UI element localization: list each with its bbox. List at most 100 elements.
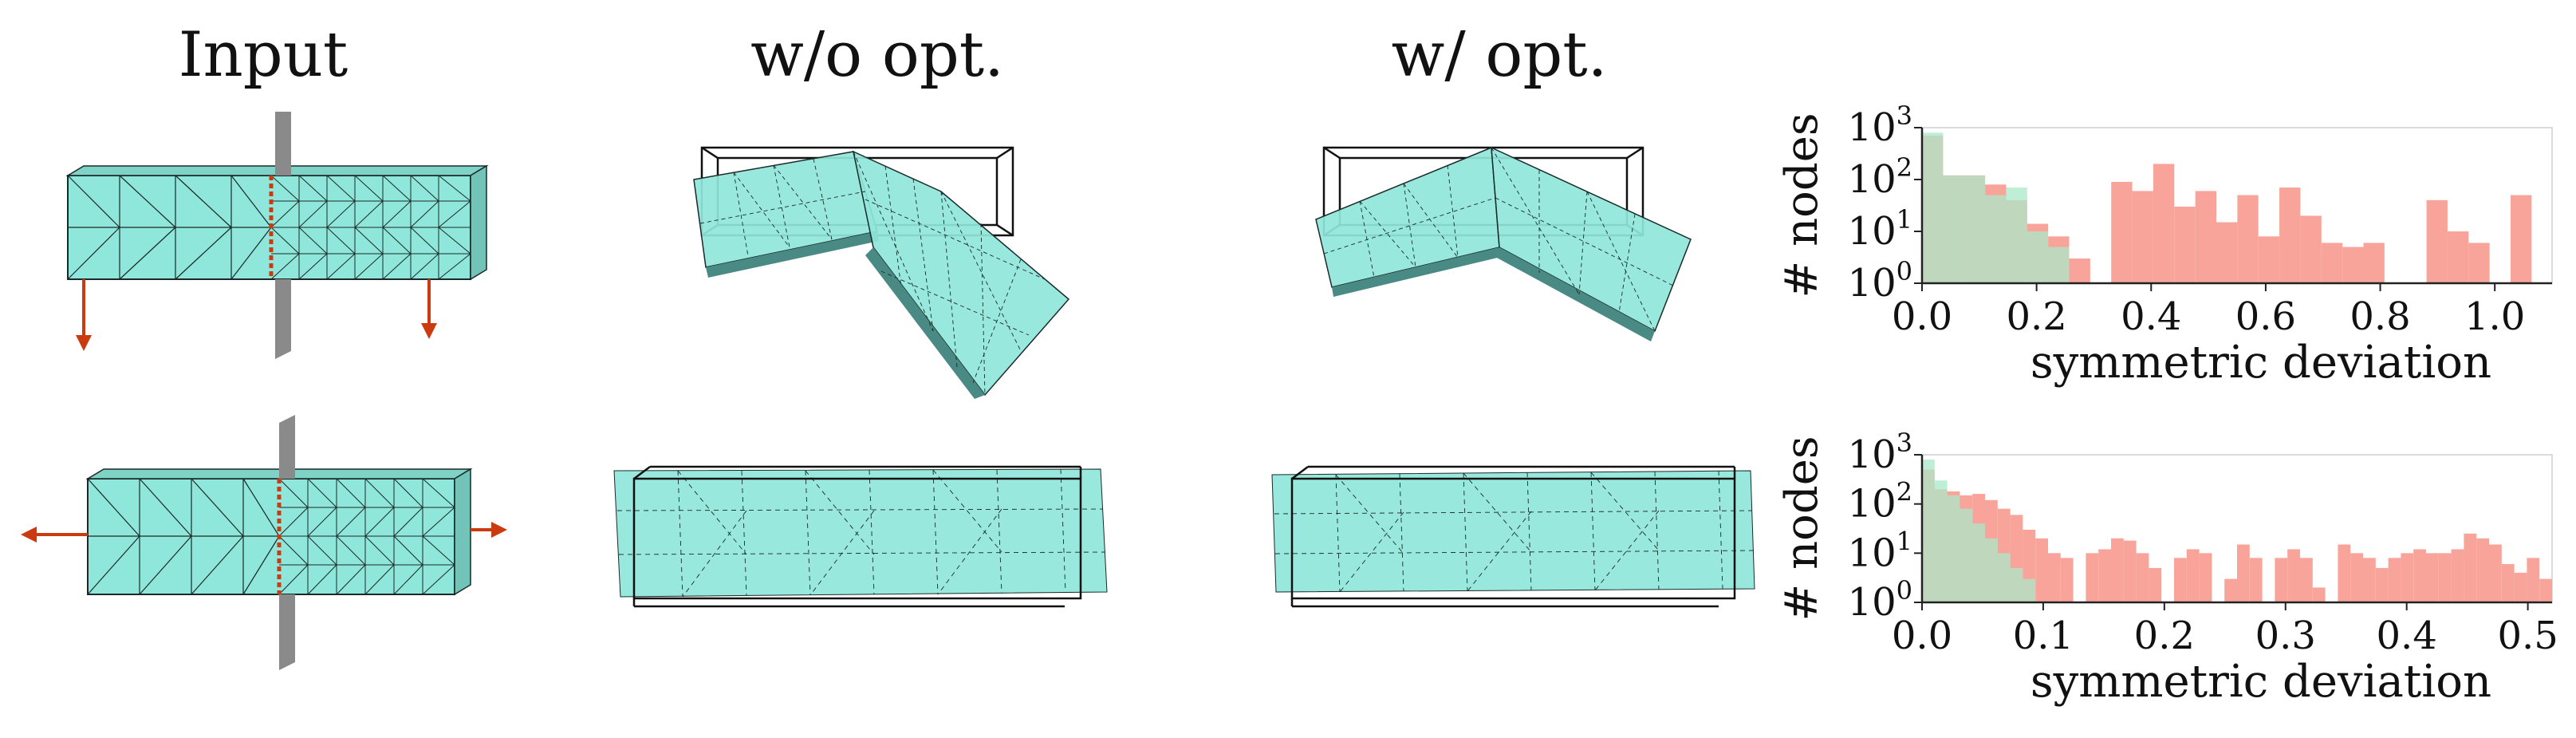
bar-without-opt bbox=[2489, 544, 2502, 602]
beam-mesh bbox=[65, 164, 489, 281]
x-tick-label: 0.6 bbox=[2235, 294, 2296, 339]
bar-without-opt bbox=[2048, 553, 2061, 602]
deformed-mesh bbox=[613, 468, 1108, 598]
x-tick-label: 0.4 bbox=[2377, 614, 2437, 658]
bar-without-opt bbox=[2060, 558, 2074, 602]
bar-with-opt bbox=[1985, 195, 2007, 283]
with-opt-stretched-beam bbox=[1271, 465, 1755, 608]
y-axis-label: # nodes bbox=[1778, 436, 1828, 621]
bar-without-opt bbox=[2216, 222, 2238, 283]
x-tick-label: 0.4 bbox=[2121, 294, 2181, 339]
bar-without-opt bbox=[2426, 553, 2439, 602]
without-opt-stretched-beam bbox=[613, 465, 1108, 608]
bar-without-opt bbox=[2363, 558, 2376, 602]
x-axis-label: symmetric deviation bbox=[2030, 337, 2491, 389]
bar-without-opt bbox=[2300, 215, 2322, 283]
y-tick-label: 102 bbox=[1848, 477, 1912, 527]
y-tick-label: 100 bbox=[1848, 575, 1912, 625]
y-tick-label: 103 bbox=[1848, 431, 1912, 477]
bar-with-opt bbox=[1947, 495, 1960, 602]
bar-without-opt bbox=[2111, 538, 2124, 602]
y-tick-label: 100 bbox=[1848, 256, 1912, 306]
deformed-mesh bbox=[1315, 146, 1692, 341]
y-tick-label: 103 bbox=[1848, 104, 1912, 150]
beam-mesh bbox=[85, 468, 473, 596]
bar-without-opt bbox=[2123, 540, 2137, 602]
bar-without-opt bbox=[2136, 553, 2149, 602]
bar-without-opt bbox=[2224, 578, 2237, 602]
bar-with-opt bbox=[1997, 553, 2011, 602]
bar-with-opt bbox=[2006, 187, 2027, 283]
bar-with-opt bbox=[1972, 523, 1985, 602]
deformed-mesh bbox=[693, 150, 1070, 399]
bar-with-opt bbox=[1934, 480, 1948, 602]
x-tick-label: 0.0 bbox=[1892, 614, 1952, 658]
bar-without-opt bbox=[2199, 553, 2212, 602]
bar-with-opt bbox=[2023, 578, 2036, 602]
symmetry-plane bbox=[279, 415, 295, 479]
bar-with-opt bbox=[1922, 459, 1935, 602]
bar-with-opt bbox=[1985, 538, 1998, 602]
bar-without-opt bbox=[2338, 544, 2351, 602]
bar-without-opt bbox=[2086, 553, 2099, 602]
bar-without-opt bbox=[2312, 587, 2326, 602]
symmetry-plane bbox=[275, 112, 291, 176]
bar-without-opt bbox=[2342, 247, 2364, 283]
symmetry-plane-lower bbox=[279, 594, 295, 670]
bar-without-opt bbox=[2174, 206, 2196, 283]
bar-without-opt bbox=[2275, 558, 2288, 602]
rest-shape-outline bbox=[1290, 465, 1736, 608]
bar-without-opt bbox=[2300, 558, 2313, 602]
bar-without-opt bbox=[2413, 549, 2426, 602]
bar-without-opt bbox=[2476, 538, 2489, 602]
bar-without-opt bbox=[2287, 549, 2300, 602]
bar-without-opt bbox=[2511, 195, 2532, 283]
bar-without-opt bbox=[2501, 564, 2515, 602]
bar-without-opt bbox=[2447, 231, 2469, 283]
load-arrow-right bbox=[421, 279, 437, 339]
input-stretching-beam bbox=[21, 415, 507, 670]
title-without-opt: w/o opt. bbox=[750, 19, 1004, 91]
x-tick-label: 0.3 bbox=[2255, 614, 2316, 658]
bar-without-opt bbox=[2153, 164, 2175, 283]
x-tick-label: 0.2 bbox=[2134, 614, 2195, 658]
bar-without-opt bbox=[2237, 544, 2250, 602]
bar-without-opt bbox=[2350, 553, 2363, 602]
bar-without-opt bbox=[2426, 199, 2448, 283]
x-tick-label: 1.0 bbox=[2464, 294, 2525, 339]
x-tick-label: 0.2 bbox=[2006, 294, 2066, 339]
x-tick-label: 0.8 bbox=[2350, 294, 2410, 339]
bar-with-opt bbox=[2048, 247, 2070, 283]
bar-without-opt bbox=[2388, 558, 2401, 602]
rest-shape-outline bbox=[632, 465, 1082, 608]
bar-without-opt bbox=[2514, 572, 2527, 602]
bar-without-opt bbox=[2069, 258, 2090, 283]
bar-without-opt bbox=[2438, 553, 2452, 602]
input-bending-beam bbox=[65, 112, 489, 359]
x-tick-label: 0.0 bbox=[1892, 294, 1952, 339]
bar-without-opt bbox=[2468, 243, 2490, 283]
bar-without-opt bbox=[2174, 558, 2187, 602]
without-opt-bent-beam bbox=[693, 146, 1070, 399]
load-arrow-left bbox=[76, 279, 92, 351]
load-arrow-right bbox=[471, 522, 507, 538]
title-with-opt: w/ opt. bbox=[1391, 19, 1608, 91]
bar-with-opt bbox=[2010, 567, 2023, 602]
bar-without-opt bbox=[2249, 558, 2263, 602]
bar-without-opt bbox=[2195, 191, 2217, 283]
bar-without-opt bbox=[2539, 578, 2552, 602]
bar-without-opt bbox=[2451, 549, 2464, 602]
bar-without-opt bbox=[2132, 191, 2153, 283]
y-tick-label: 101 bbox=[1848, 526, 1912, 575]
x-axis-label: symmetric deviation bbox=[2030, 656, 2491, 708]
x-tick-label: 0.5 bbox=[2497, 614, 2558, 658]
bar-without-opt bbox=[2111, 181, 2133, 283]
bar-without-opt bbox=[2363, 243, 2385, 283]
title-input: Input bbox=[178, 19, 349, 91]
symmetry-plane-lower bbox=[275, 279, 291, 359]
deformed-mesh bbox=[1271, 470, 1755, 593]
bar-with-opt bbox=[1960, 508, 1973, 602]
bar-with-opt bbox=[1964, 175, 1986, 283]
